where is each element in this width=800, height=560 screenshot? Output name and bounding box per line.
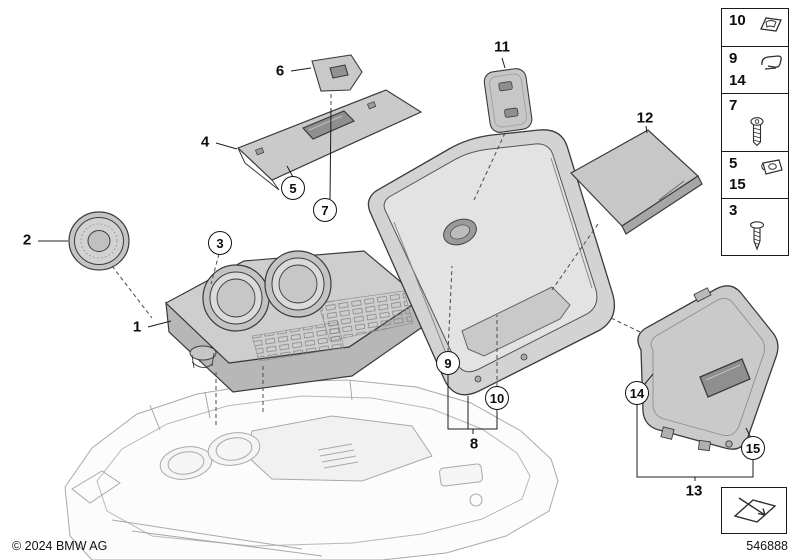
- part-6-bracket: [311, 54, 363, 92]
- legend-number-14: 14: [729, 71, 746, 89]
- spring-clip-icon: [758, 13, 784, 34]
- part-11-cover-panel: [483, 68, 533, 133]
- legend-number-10: 10: [729, 12, 746, 29]
- part-8-storage-compartment: [367, 129, 616, 396]
- legend-number-5: 5: [729, 154, 738, 172]
- legend-section-3: 3: [722, 199, 788, 256]
- part-1-cupholder-insert: [164, 250, 422, 393]
- legend-number-15: 15: [729, 176, 746, 193]
- part-12-storage-mat: [570, 129, 703, 235]
- speed-nut-icon: [758, 156, 784, 177]
- legend-number-3: 3: [729, 201, 738, 219]
- callout-leader-lines: [38, 57, 754, 481]
- legend-section-7: 7: [722, 94, 788, 152]
- legend-section-10: 10: [722, 9, 788, 47]
- console-carrier-base: [64, 379, 559, 560]
- torx-screw-icon: [744, 116, 770, 147]
- sheet-metal-clip-icon: [758, 51, 784, 72]
- cross-reference-arrow-icon: [727, 490, 781, 531]
- diagram-number: 546888: [746, 539, 788, 553]
- tapping-screw-icon: [744, 220, 770, 251]
- part-2-rubber-insert-mat: [68, 211, 130, 271]
- part-13-rear-trim-panel: [637, 285, 779, 452]
- legend-number-9: 9: [729, 50, 738, 67]
- assembly-dashed-lines: [111, 94, 641, 426]
- cross-reference-box[interactable]: [721, 487, 787, 534]
- part-4-console-trim-panel: [236, 89, 423, 191]
- legend-number-7: 7: [729, 97, 738, 114]
- copyright-text: © 2024 BMW AG: [12, 539, 108, 553]
